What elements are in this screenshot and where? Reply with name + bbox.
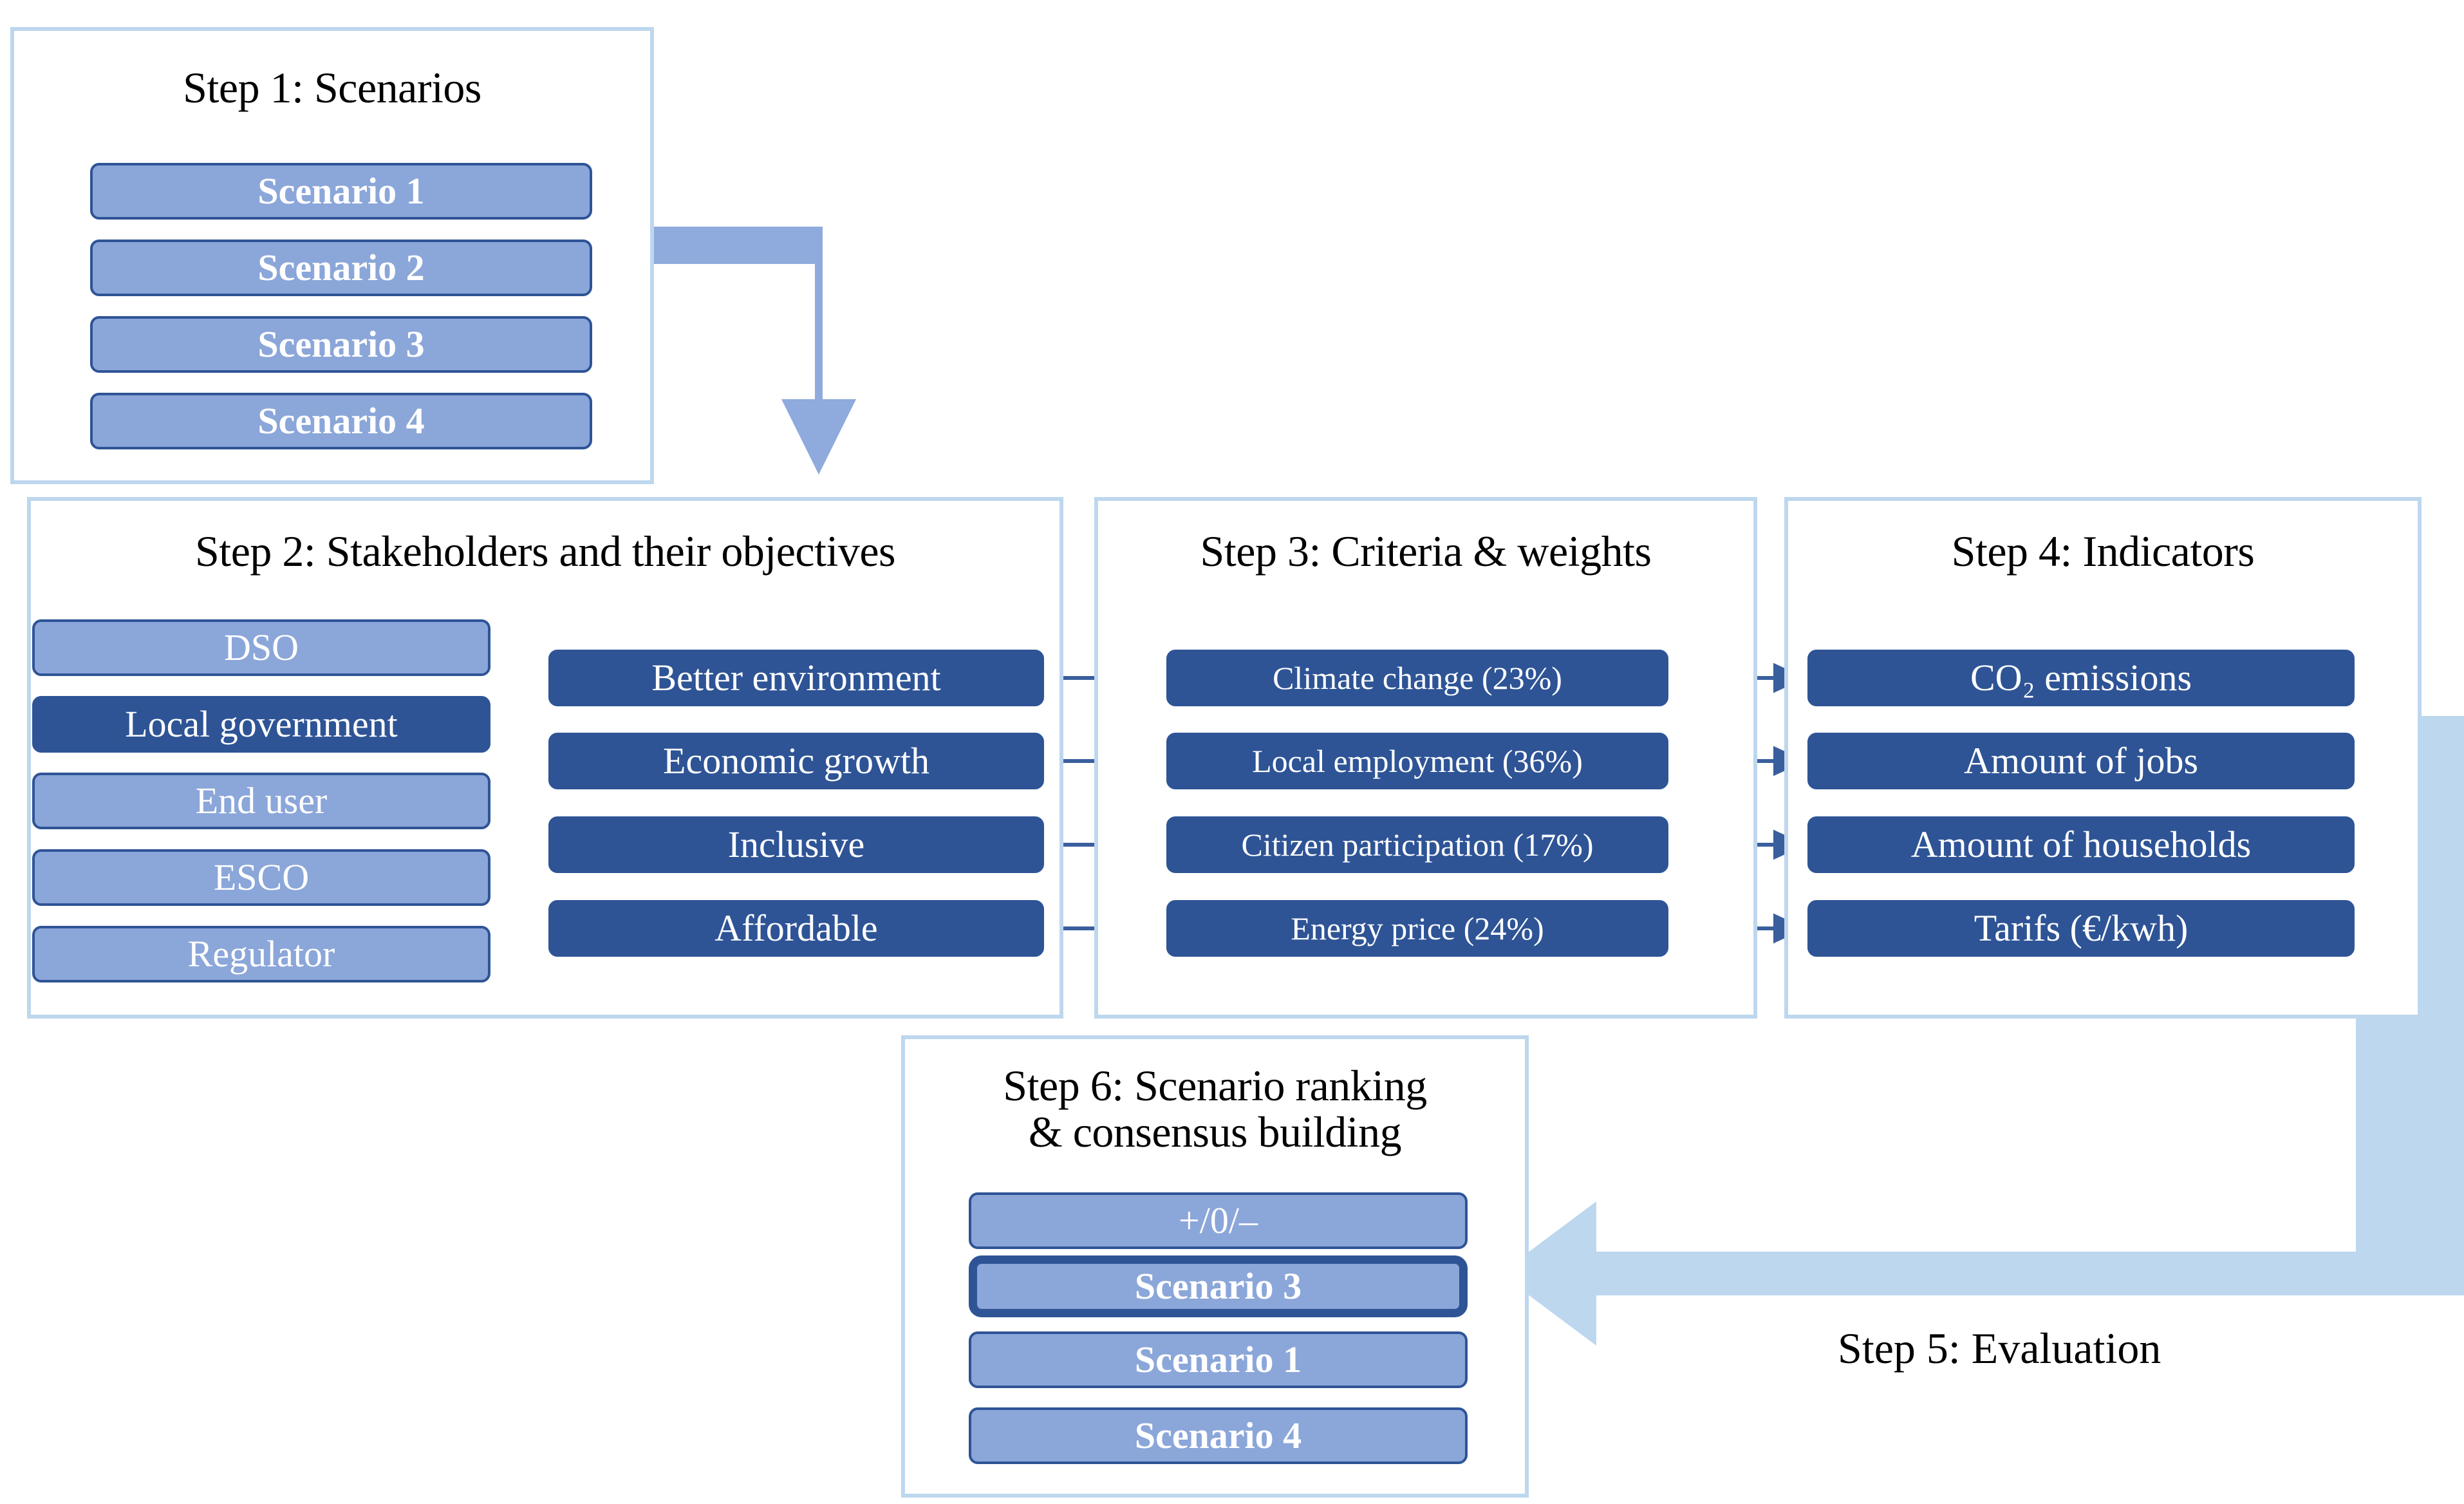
ranking-chip-scenario-4[interactable]: Scenario 4 — [969, 1407, 1468, 1464]
criteria-chip-citizen-participation[interactable]: Citizen participation (17%) — [1166, 816, 1668, 873]
objective-chip-better-environment[interactable]: Better environment — [548, 650, 1044, 706]
indicator-chip-co2-emissions[interactable]: CO₂ emissions — [1807, 650, 2355, 706]
criteria-chip-energy-price[interactable]: Energy price (24%) — [1166, 900, 1668, 957]
indicator-chip-amount-of-jobs[interactable]: Amount of jobs — [1807, 733, 2355, 789]
scenario-chip-3[interactable]: Scenario 3 — [90, 316, 592, 373]
stakeholder-chip-esco[interactable]: ESCO — [32, 849, 490, 906]
step1-title: Step 1: Scenarios — [183, 63, 481, 112]
criteria-chip-climate-change[interactable]: Climate change (23%) — [1166, 650, 1668, 706]
indicator-chip-tarifs[interactable]: Tarifs (€/kwh) — [1807, 900, 2355, 957]
step5-label: Step 5: Evaluation — [1838, 1324, 2161, 1373]
ranking-chip-scenario-3[interactable]: Scenario 3 — [969, 1255, 1468, 1317]
stakeholder-chip-dso[interactable]: DSO — [32, 619, 490, 676]
objective-chip-inclusive[interactable]: Inclusive — [548, 816, 1044, 873]
objective-chip-affordable[interactable]: Affordable — [548, 900, 1044, 957]
step6-title: Step 6: Scenario ranking & consensus bui… — [1003, 1061, 1427, 1157]
ranking-chip-scale[interactable]: +/0/– — [969, 1192, 1468, 1249]
step2-title: Step 2: Stakeholders and their objective… — [194, 527, 896, 576]
scenario-chip-2[interactable]: Scenario 2 — [90, 240, 592, 296]
ranking-chip-scenario-1[interactable]: Scenario 1 — [969, 1331, 1468, 1388]
scenario-chip-4[interactable]: Scenario 4 — [90, 393, 592, 449]
criteria-chip-local-employment[interactable]: Local employment (36%) — [1166, 733, 1668, 789]
step4-title: Step 4: Indicators — [1951, 527, 2255, 576]
stakeholder-chip-regulator[interactable]: Regulator — [32, 926, 490, 982]
stakeholder-chip-end-user[interactable]: End user — [32, 773, 490, 829]
scenario-chip-1[interactable]: Scenario 1 — [90, 163, 592, 220]
objective-chip-economic-growth[interactable]: Economic growth — [548, 733, 1044, 789]
indicator-chip-amount-of-households[interactable]: Amount of households — [1807, 816, 2355, 873]
step3-title: Step 3: Criteria & weights — [1200, 527, 1652, 576]
stakeholder-chip-local-government[interactable]: Local government — [32, 696, 490, 753]
step1-to-step2-arrow — [651, 227, 856, 475]
